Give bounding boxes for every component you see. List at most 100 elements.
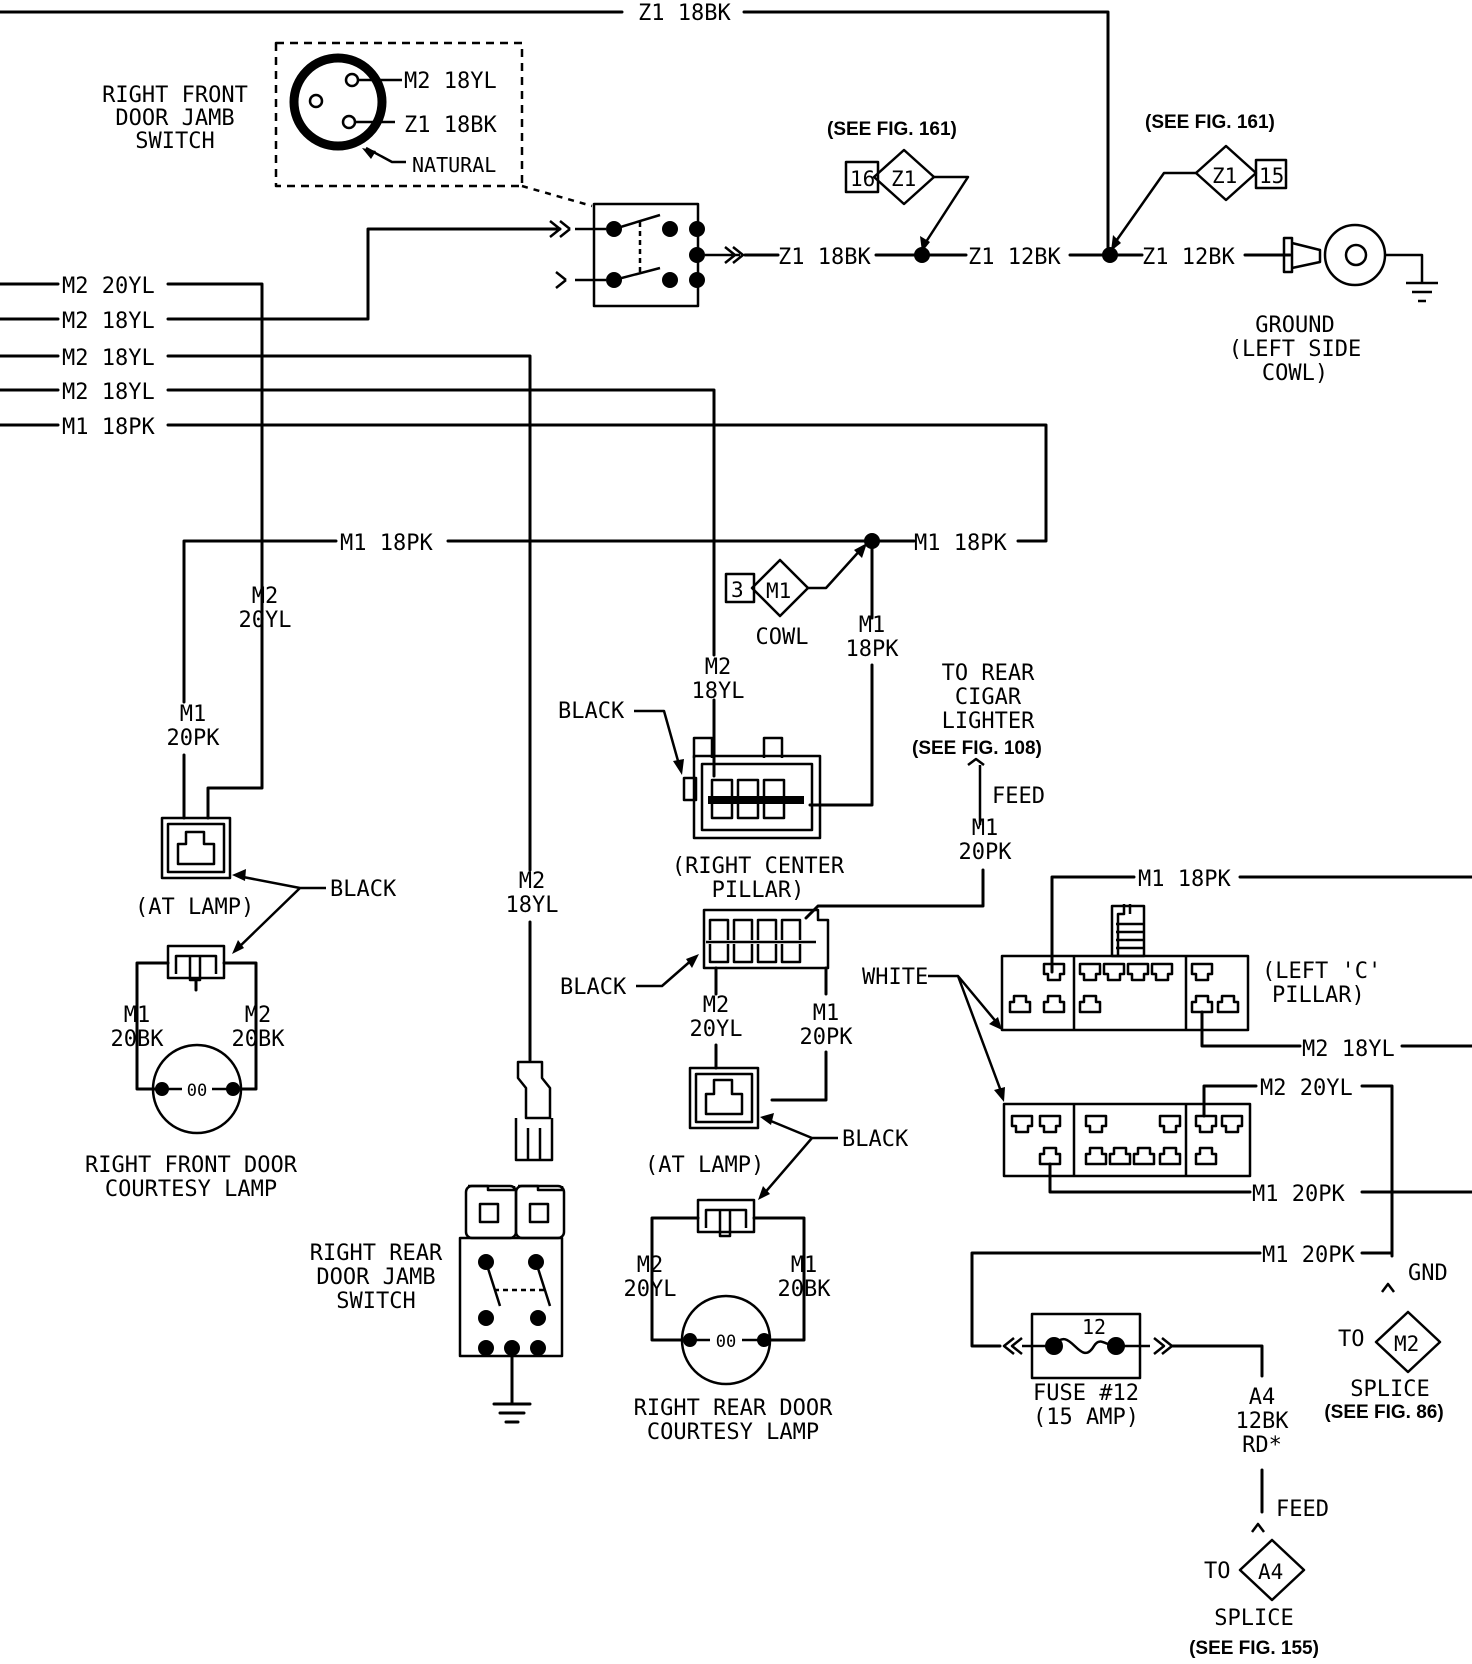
svg-text:RIGHT FRONT: RIGHT FRONT	[102, 83, 248, 108]
rr-jamb-terminal	[514, 1060, 554, 1162]
svg-text:(SEE FIG. 155): (SEE FIG. 155)	[1189, 1638, 1319, 1659]
rr-jamb-switch: RIGHT REAR DOOR JAMB SWITCH	[310, 1184, 566, 1424]
wire-label: Z1 12BK	[968, 245, 1061, 270]
rf-jamb-switch	[549, 202, 745, 308]
svg-text:20BK: 20BK	[111, 1027, 165, 1052]
svg-text:(AT LAMP): (AT LAMP)	[135, 895, 254, 920]
svg-text:M1: M1	[813, 1001, 840, 1026]
wire-label: Z1 12BK	[1142, 245, 1235, 270]
svg-text:SPLICE: SPLICE	[1214, 1606, 1293, 1631]
svg-text:WHITE: WHITE	[862, 965, 928, 990]
rf-courtesy-lamp: 00 M1 20BK M2 20BK RIGHT FRONT DOOR COUR…	[85, 961, 298, 1202]
wire-label: M2 18YL	[62, 309, 155, 334]
vlabel-m1-18pk: M1 18PK	[846, 613, 900, 662]
wire-m2-18yl-b: M2 18YL	[0, 346, 532, 1062]
white-label: WHITE	[862, 965, 1005, 1102]
wire-label: M2 18YL	[62, 346, 155, 371]
wire-m2-20yl-a: M2 20YL	[0, 274, 264, 820]
wire-label: M2 20YL	[1260, 1076, 1353, 1101]
wire-label: M1 18PK	[340, 531, 433, 556]
fuse-12: 12 FUSE #12 (15 AMP)	[1022, 1312, 1174, 1430]
svg-text:PILLAR): PILLAR)	[1272, 983, 1365, 1008]
svg-text:CIGAR: CIGAR	[955, 685, 1022, 710]
svg-text:M2: M2	[245, 1003, 272, 1028]
svg-text:20PK: 20PK	[167, 726, 221, 751]
black-label-3: BLACK	[232, 869, 397, 954]
svg-text:18YL: 18YL	[692, 679, 745, 704]
z1-splice-ref-16: (SEE FIG. 161) 16 Z1	[827, 119, 970, 252]
svg-text:20YL: 20YL	[624, 1277, 677, 1302]
svg-text:M2: M2	[519, 869, 546, 894]
svg-text:RIGHT REAR DOOR: RIGHT REAR DOOR	[634, 1396, 833, 1421]
wire-m1-20pk-fuse: M1 20PK	[970, 1243, 1394, 1355]
vlabel-m2-18yl-1: M2 18YL	[506, 869, 559, 918]
svg-text:BLACK: BLACK	[560, 975, 627, 1000]
svg-text:FEED: FEED	[1276, 1497, 1329, 1522]
svg-text:SWITCH: SWITCH	[135, 129, 214, 154]
svg-text:(SEE FIG. 86): (SEE FIG. 86)	[1324, 1402, 1443, 1423]
svg-text:20YL: 20YL	[690, 1017, 743, 1042]
z1-splice-ref-15: (SEE FIG. 161) Z1 15	[1111, 112, 1288, 251]
svg-text:RIGHT FRONT DOOR: RIGHT FRONT DOOR	[85, 1153, 298, 1178]
svg-text:(AT LAMP): (AT LAMP)	[645, 1153, 764, 1178]
svg-text:M1: M1	[791, 1253, 818, 1278]
m1-cowl-ref-3: 3 M1 COWL	[724, 543, 867, 650]
pillar-inline-connector	[702, 908, 830, 970]
svg-text:TO: TO	[1204, 1559, 1231, 1584]
svg-text:3: 3	[731, 578, 744, 602]
vlabel-m2-18yl-2: M2 18YL	[692, 655, 745, 704]
svg-text:LIGHTER: LIGHTER	[942, 709, 1035, 734]
svg-text:M1: M1	[180, 702, 207, 727]
svg-text:M2: M2	[1394, 1332, 1419, 1356]
black-label-4: BLACK	[758, 1113, 909, 1200]
svg-text:(SEE FIG. 161): (SEE FIG. 161)	[827, 119, 957, 140]
wire-m1-18pk-right: M1 18PK	[1050, 867, 1472, 974]
svg-text:(15 AMP): (15 AMP)	[1033, 1405, 1139, 1430]
svg-text:TO: TO	[1338, 1327, 1365, 1352]
wire-m1-18pk-a: M1 18PK	[0, 415, 1048, 543]
svg-text:M2: M2	[705, 655, 732, 680]
svg-text:COWL: COWL	[756, 625, 809, 650]
svg-text:18PK: 18PK	[846, 637, 900, 662]
wire-label: M1 18PK	[1138, 867, 1231, 892]
svg-text:BLACK: BLACK	[842, 1127, 909, 1152]
svg-text:M1: M1	[972, 816, 999, 841]
splice-dot	[914, 247, 930, 263]
svg-text:M1: M1	[859, 613, 886, 638]
svg-text:DOOR JAMB: DOOR JAMB	[115, 106, 234, 131]
black-label-1: BLACK	[558, 699, 684, 775]
wire-a4: A4 12BK RD* FEED	[1170, 1344, 1329, 1533]
rf-jamb-switch-connector-inset: M2 18YL Z1 18BK NATURAL	[274, 41, 593, 208]
wire-label: Z1 18BK	[778, 245, 871, 270]
svg-text:M1: M1	[124, 1003, 151, 1028]
svg-text:TO REAR: TO REAR	[942, 661, 1035, 686]
svg-text:20PK: 20PK	[800, 1025, 854, 1050]
rr-lamp-connector: (AT LAMP)	[645, 1066, 764, 1178]
svg-text:RD*: RD*	[1242, 1433, 1282, 1458]
svg-text:FUSE #12: FUSE #12	[1033, 1381, 1139, 1406]
wire-label: M2 18YL	[62, 380, 155, 405]
wire-label: Z1 18BK	[638, 1, 731, 26]
svg-text:BLACK: BLACK	[330, 877, 397, 902]
wires-pillar-down: M2 20YL M1 20PK	[690, 966, 854, 1102]
wire-m2-18yl-a: M2 18YL	[0, 227, 562, 334]
svg-text:M2: M2	[703, 993, 730, 1018]
svg-text:20YL: 20YL	[239, 608, 292, 633]
svg-text:M2: M2	[637, 1253, 664, 1278]
svg-text:Z1: Z1	[891, 167, 916, 191]
svg-text:FEED: FEED	[992, 784, 1045, 809]
m2-splice-ref: GND TO M2 SPLICE (SEE FIG. 86)	[1324, 1261, 1447, 1423]
rf-jamb-switch-label: RIGHT FRONT DOOR JAMB SWITCH	[102, 83, 248, 154]
svg-text:COURTESY LAMP: COURTESY LAMP	[647, 1420, 819, 1445]
rf-lamp-connector: (AT LAMP)	[135, 816, 254, 920]
wire-label: M1 20PK	[1252, 1182, 1345, 1207]
left-c-pillar-connector-top: M2 18YL (LEFT 'C' PILLAR)	[1000, 904, 1472, 1062]
svg-text:M1: M1	[766, 579, 791, 603]
svg-text:SPLICE: SPLICE	[1350, 1377, 1429, 1402]
svg-text:RIGHT REAR: RIGHT REAR	[310, 1241, 443, 1266]
svg-text:A4: A4	[1249, 1385, 1276, 1410]
pin-label-z1: Z1 18BK	[404, 113, 497, 138]
a4-splice-ref: TO A4 SPLICE (SEE FIG. 155)	[1189, 1538, 1319, 1659]
right-center-pillar-connector: (RIGHT CENTER PILLAR)	[672, 736, 845, 903]
